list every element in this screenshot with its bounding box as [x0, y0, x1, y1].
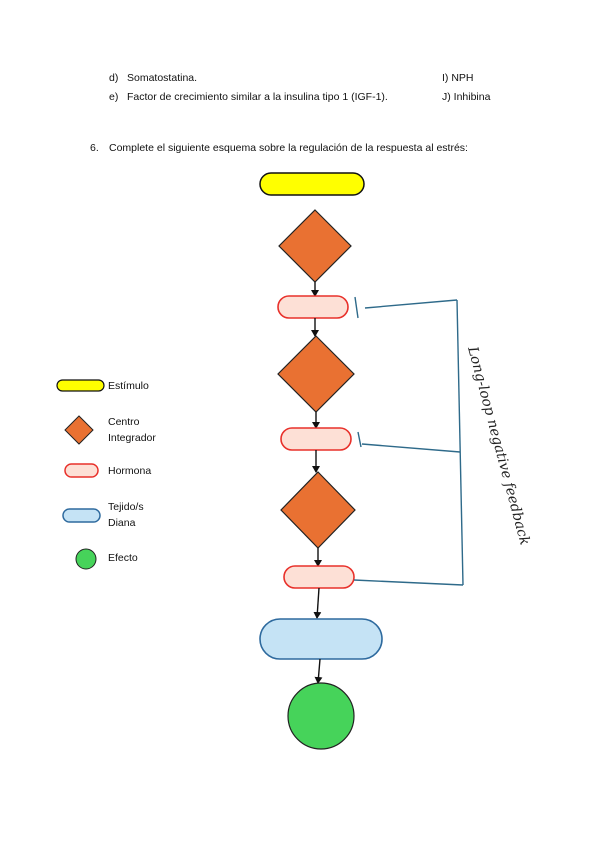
legend-hormona-label: Hormona — [108, 465, 152, 477]
legend-centro-label-1: Centro — [108, 416, 140, 428]
legend-centro-label-2: Integrador — [108, 432, 156, 444]
list-marker-e: e) — [109, 91, 119, 103]
legend-tejido-label-2: Diana — [108, 517, 136, 529]
flow-arrow-7 — [314, 658, 323, 684]
legend-hormona-shape — [64, 463, 99, 478]
list-item-nph: I) NPH — [442, 72, 474, 84]
question-text: Complete el siguiente esquema sobre la r… — [109, 142, 468, 154]
flow-efecto[interactable] — [287, 682, 355, 750]
flow-estimulo[interactable] — [259, 172, 365, 196]
long-loop-feedback-bracket — [353, 296, 464, 586]
flow-hormona-3[interactable] — [283, 565, 355, 589]
flow-tejido[interactable] — [259, 618, 383, 660]
flow-arrow-6 — [313, 587, 322, 619]
legend-estimulo-label: Estímulo — [108, 380, 149, 392]
legend-tejido-shape — [62, 508, 101, 523]
legend-efecto-shape — [75, 548, 97, 570]
list-item-inhibina: J) Inhibina — [442, 91, 491, 103]
handwritten-feedback-note: Long-loop negative feedback — [464, 344, 533, 547]
list-item-somatostatina: Somatostatina. — [127, 72, 198, 84]
flow-centro-1[interactable] — [278, 209, 352, 283]
legend-efecto-label: Efecto — [108, 552, 138, 564]
legend-centro-shape — [64, 415, 94, 445]
flow-centro-3[interactable] — [280, 471, 356, 549]
flow-hormona-1[interactable] — [277, 295, 349, 319]
flow-centro-2[interactable] — [277, 335, 355, 413]
list-item-igf1: Factor de crecimiento similar a la insul… — [127, 91, 388, 103]
legend-estimulo-shape — [56, 379, 105, 392]
list-marker-d: d) — [109, 72, 119, 84]
question-number: 6. — [90, 142, 99, 154]
legend-tejido-label-1: Tejido/s — [108, 501, 144, 513]
flow-hormona-2[interactable] — [280, 427, 352, 451]
